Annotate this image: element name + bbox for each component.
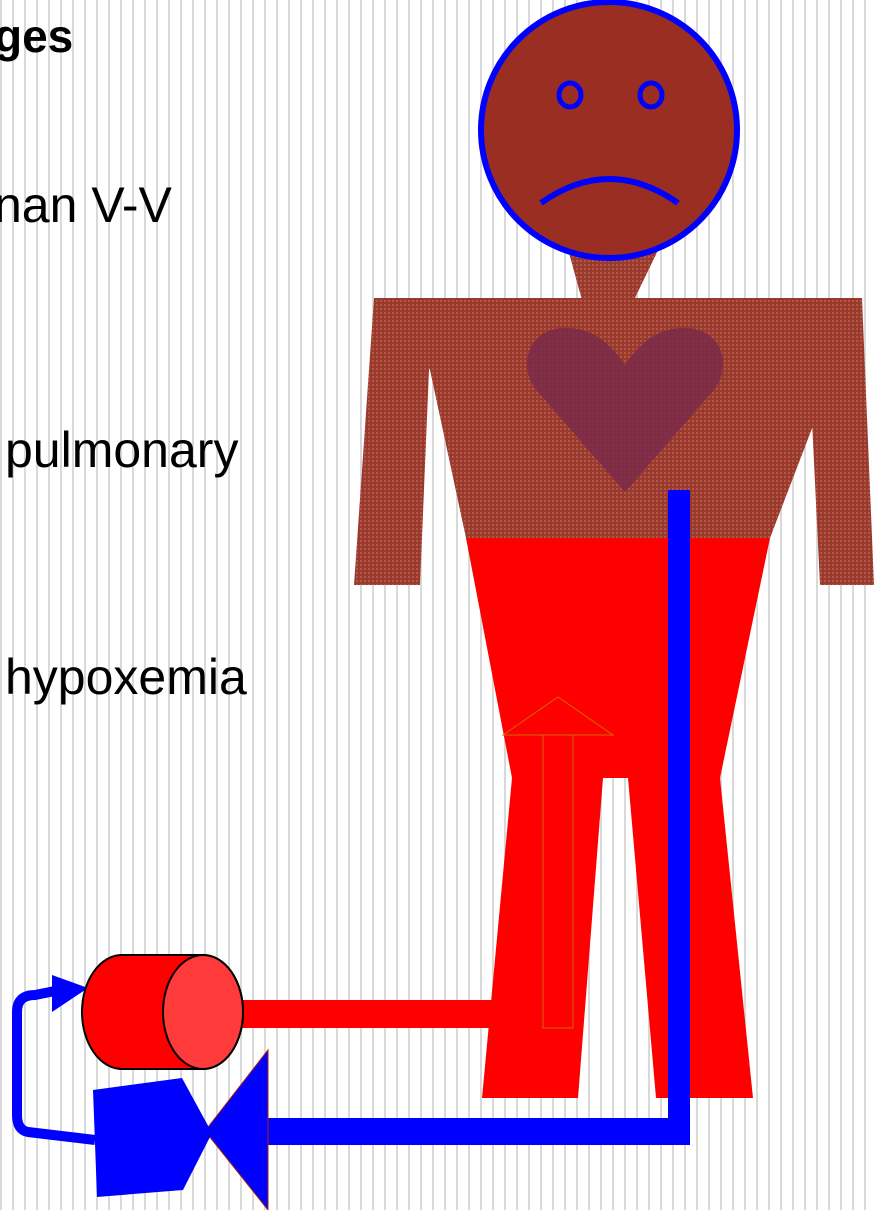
right-leg (628, 778, 753, 1098)
oxygenator-cylinder-icon (82, 955, 243, 1069)
pump-icon (93, 1078, 212, 1197)
return-flow-arrow (230, 697, 613, 1028)
hips (466, 538, 770, 778)
sad-face-icon (481, 2, 737, 258)
